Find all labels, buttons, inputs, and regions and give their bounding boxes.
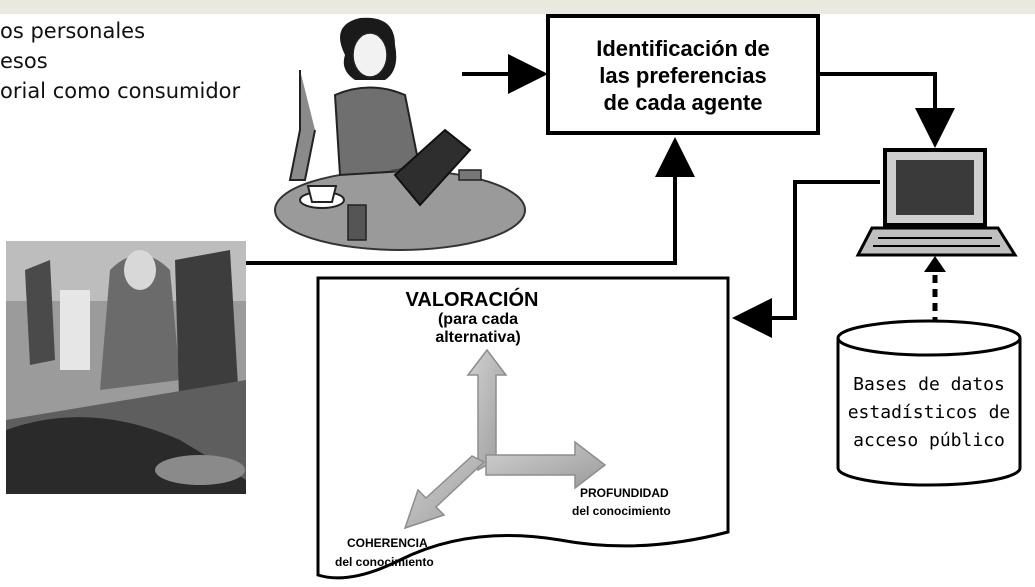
arrow-box-to-computer (818, 72, 955, 148)
valuation-subtitle-line: (para cada (438, 311, 518, 328)
top-bar (0, 0, 1035, 14)
shopping-scene-illustration (6, 241, 246, 494)
process-box-line: de cada agente (604, 90, 763, 115)
process-box-line: las preferencias (599, 63, 767, 88)
bullet-item: os personales (0, 19, 146, 43)
arrow-computer-to-document (732, 180, 880, 338)
valuation-subtitle-line: alternativa) (435, 329, 520, 346)
valuation-title: VALORACIÓN (406, 287, 539, 311)
process-box-line: Identificación de (596, 36, 770, 61)
valuation-document (316, 276, 730, 580)
database-label-line: acceso público (853, 430, 1005, 451)
axis-label-coherence: COHERENCIA (347, 536, 428, 550)
bullet-list: os personales esos orial como consumidor (0, 16, 240, 106)
bullet-item: esos (0, 49, 48, 73)
database-cylinder-icon (836, 319, 1022, 487)
3d-axes-icon (403, 348, 607, 530)
arrow-shopping-to-box (246, 137, 695, 265)
process-box (546, 14, 820, 135)
woman-laptop-illustration (270, 16, 526, 251)
computer-icon (855, 148, 1018, 257)
bullet-item: orial como consumidor (0, 79, 241, 103)
axis-label-depth-sub: del conocimiento (572, 504, 671, 518)
axis-label-depth: PROFUNDIDAD (580, 486, 669, 500)
database-label-line: estadísticos de (848, 402, 1011, 423)
axis-label-coherence-sub: del conocimiento (335, 555, 434, 569)
database-label-line: Bases de datos (853, 374, 1005, 395)
